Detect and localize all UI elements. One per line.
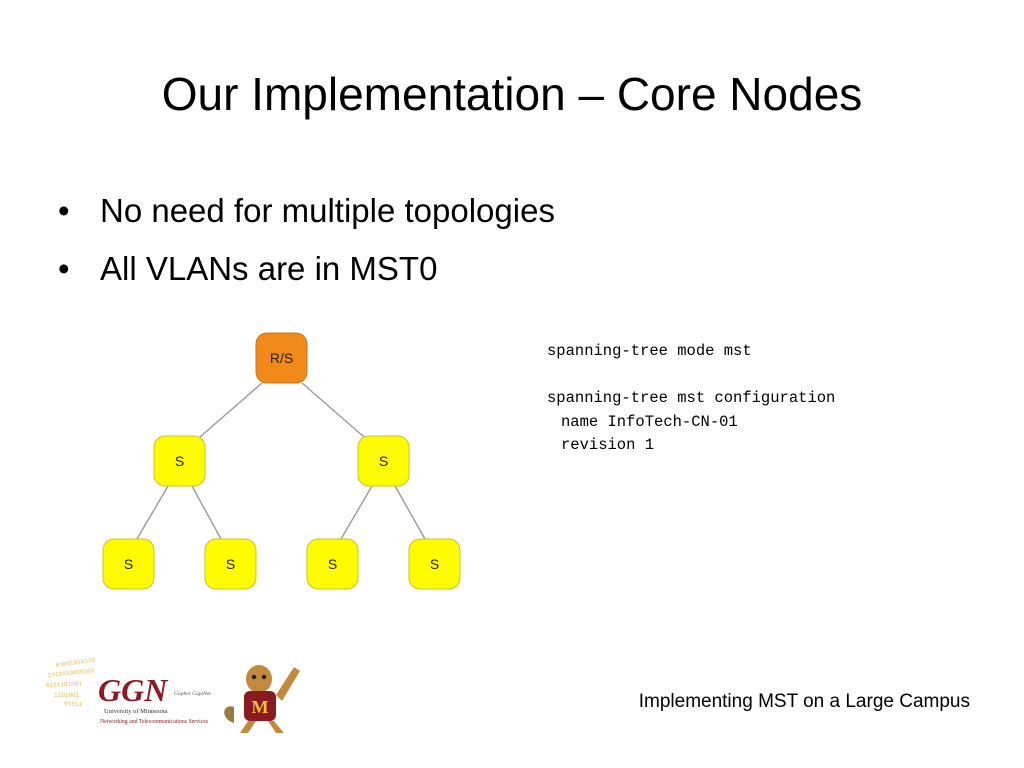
edge-root-l1b	[301, 382, 365, 438]
slide-title: Our Implementation – Core Nodes	[161, 68, 863, 120]
node-l1b: S	[357, 435, 410, 487]
bullet-text: All VLANs are in MST0	[100, 250, 438, 287]
edge-root-l1a	[199, 382, 263, 438]
topology-edges	[136, 382, 426, 540]
svg-text:01011: 01011	[64, 700, 83, 708]
svg-text:1011010010101: 1011010010101	[47, 667, 95, 679]
config-code-block: spanning-tree mode mst ​spanning-tree mst…	[547, 340, 835, 458]
edge-l1a-l2a	[136, 485, 169, 540]
config-line: spanning-tree mst configuration	[547, 389, 836, 407]
edge-l1a-l2b	[191, 485, 222, 540]
footer-text: Implementing MST on a Large Campus	[638, 691, 970, 712]
logo-acronym: GGN	[98, 672, 169, 708]
node-root-label: R/S	[270, 350, 293, 366]
svg-text:1101001: 1101001	[54, 692, 80, 699]
node-l1b-label: S	[379, 453, 388, 469]
config-line: revision 1	[561, 436, 655, 454]
binary-swirl: 01001010110 1011010010101 0101101001 110…	[46, 656, 96, 708]
node-l1a: S	[153, 435, 206, 487]
edge-l1b-l2c	[340, 485, 373, 540]
node-l2b-box	[204, 538, 257, 590]
node-l2a: S	[102, 538, 155, 590]
node-l2c: S	[306, 538, 359, 590]
node-l1a-box	[153, 435, 206, 487]
node-l2a-box	[102, 538, 155, 590]
gopher-mascot-icon: M	[224, 665, 300, 733]
node-l2d-label: S	[430, 556, 439, 572]
node-l2b-label: S	[226, 556, 235, 572]
config-line-blank: ​	[547, 364, 835, 388]
node-root-box	[255, 332, 308, 384]
node-l2d: S	[408, 538, 461, 590]
config-line: name InfoTech-CN-01	[561, 412, 738, 431]
logo-department: Networking and Telecommunications Servic…	[100, 719, 209, 725]
node-l2d-box	[408, 538, 461, 590]
node-l2c-label: S	[328, 556, 337, 572]
bullet-marker: •	[58, 192, 70, 229]
bullet-list: • No need for multiple topologies • All VL…	[58, 182, 555, 298]
node-l2b: S	[204, 538, 257, 590]
logo-university: University of Minnesota	[104, 708, 168, 715]
mascot-letter: M	[252, 697, 269, 717]
node-l1b-box	[357, 435, 410, 487]
bullet-item: • All VLANs are in MST0	[58, 240, 555, 298]
node-l2c-box	[306, 538, 359, 590]
bullet-marker: •	[58, 250, 70, 287]
svg-text:0101101001: 0101101001	[46, 680, 83, 689]
bullet-item: • No need for multiple topologies	[58, 182, 555, 240]
config-line: spanning-tree mode mst	[547, 342, 752, 360]
ggn-logo: 01001010110 1011010010101 0101101001 110…	[46, 656, 300, 733]
bullet-text: No need for multiple topologies	[100, 192, 555, 229]
node-root: R/S	[255, 332, 308, 384]
logo-tagline: Gopher GigaNet	[174, 691, 211, 697]
node-l2a-label: S	[124, 556, 133, 572]
edge-l1b-l2d	[394, 485, 426, 540]
node-l1a-label: S	[175, 453, 184, 469]
